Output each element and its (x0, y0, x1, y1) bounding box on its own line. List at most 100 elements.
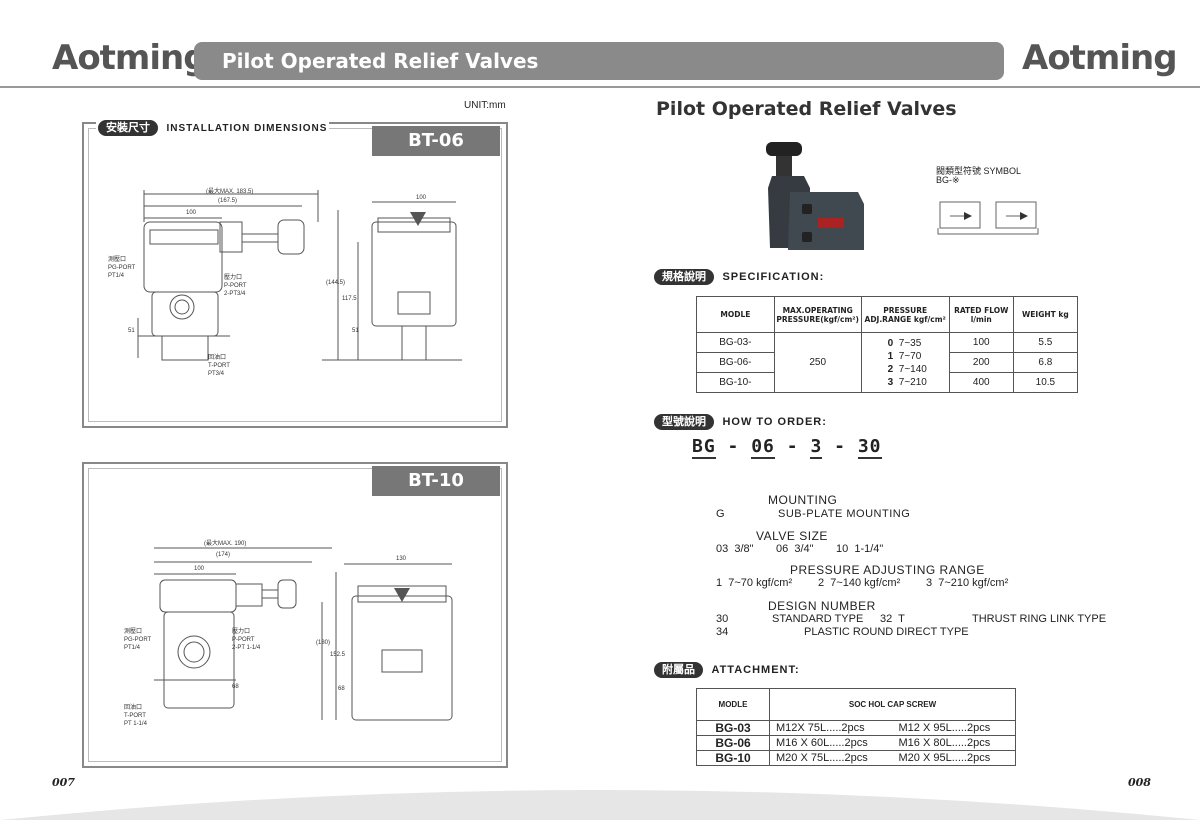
spec-header-flow: RATED FLOW l/min (948, 296, 1014, 333)
range-item: 1 7~70 kgf/cm² (716, 577, 793, 589)
bt06-body (143, 221, 223, 293)
spec-flow: 200 (948, 352, 1014, 373)
valve-photo (766, 142, 864, 250)
spec-heading: 規格說明 SPECIFICATION: (654, 267, 824, 285)
mounting-heading: MOUNTING (768, 493, 838, 507)
att-screw-b: M20 X 95L.....2pcs (892, 750, 1016, 766)
size-item: 10 1-1/4" (836, 543, 884, 555)
bt10-panel: BT-10 (82, 462, 508, 768)
att-header-screw: SOC HOL CAP SCREW (769, 688, 1016, 721)
bt10-d68b: 68 (338, 686, 345, 692)
att-screw-a: M12X 75L.....2pcs (769, 720, 893, 736)
attachment-heading: 附屬品 ATTACHMENT: (654, 660, 800, 678)
bt06-d51b: 51 (352, 328, 359, 334)
mounting-desc: SUB-PLATE MOUNTING (778, 508, 911, 520)
range-heading: PRESSURE ADJUSTING RANGE (790, 563, 985, 577)
bt10-d68: 68 (232, 684, 239, 690)
unit-label: UNIT:mm (464, 100, 506, 111)
bt10-max: (最大MAX. 190) (204, 541, 247, 547)
order-code-sep: - (727, 436, 740, 457)
order-code-sep: - (786, 436, 799, 457)
order-code-series: BG (692, 436, 716, 459)
logo-left: Aotming (52, 38, 208, 78)
bt06-max: (最大MAX. 183.5) (206, 189, 254, 195)
size-heading: VALVE SIZE (756, 529, 828, 543)
order-code-range: 3 (810, 436, 823, 459)
order-code-design: 30 (857, 436, 882, 459)
header-divider (0, 86, 1200, 88)
att-zh: 附屬品 (654, 662, 703, 678)
bt10-body (159, 579, 237, 613)
bt06-drawing (137, 190, 462, 361)
design-code: 30 (716, 613, 729, 625)
att-screw-a: M20 X 75L.....2pcs (769, 750, 893, 766)
bt06-d51: 51 (128, 328, 135, 334)
bt10-front-body (351, 595, 453, 721)
bt10-d130: 130 (396, 556, 407, 562)
range-item: 2 7~140 kgf/cm² (818, 577, 901, 589)
spec-header-model: MODLE (696, 296, 775, 333)
hydraulic-symbol-icon (937, 201, 1039, 235)
design-code-3: 34 (716, 626, 729, 638)
order-en: HOW TO ORDER: (722, 416, 827, 428)
page-number-left: 007 (52, 776, 75, 789)
design-code-2: 32 T (880, 613, 905, 625)
att-model: BG-06 (696, 735, 770, 751)
spec-table: MODLE MAX.OPERATING PRESSURE(kgf/cm²) PR… (696, 296, 1079, 393)
bt06-panel: BT-06 (82, 122, 508, 428)
att-en: ATTACHMENT: (711, 664, 800, 676)
bt10-d174: (174) (216, 552, 231, 558)
att-screw-b: M16 X 80L.....2pcs (892, 735, 1016, 751)
order-zh: 型號說明 (654, 414, 714, 430)
symbol-label: 閥類型符號 SYMBOL (936, 166, 1022, 176)
bt06-d100: 100 (186, 210, 197, 216)
spec-en: SPECIFICATION: (722, 271, 825, 283)
symbol-code: BG-※ (936, 175, 960, 185)
page-title: Pilot Operated Relief Valves (222, 49, 539, 73)
bt10-d1525: 152.5 (330, 652, 346, 658)
spec-model: BG-03- (696, 332, 775, 353)
bt10-tag: BT-10 (372, 466, 500, 496)
bt10-drawing (154, 547, 453, 721)
spec-flow: 100 (948, 332, 1014, 353)
mounting-code: G (716, 508, 725, 520)
spec-model: BG-06- (696, 352, 775, 373)
bt06-d1175: 117.5 (342, 296, 357, 302)
spec-header-range: PRESSURE ADJ.RANGE kgf/cm² (860, 296, 950, 333)
install-en: INSTALLATION DIMENSIONS (166, 123, 328, 134)
spec-pressure: 250 (773, 332, 862, 393)
bt06-tag: BT-06 (372, 126, 500, 156)
att-model: BG-10 (696, 750, 770, 766)
design-desc-2: THRUST RING LINK TYPE (972, 613, 1107, 625)
right-title: Pilot Operated Relief Valves (656, 98, 957, 120)
size-item: 03 3/8" (716, 543, 754, 555)
att-header-model: MODLE (696, 688, 770, 721)
bt06-d1445: (144.5) (326, 280, 346, 286)
design-heading: DESIGN NUMBER (768, 599, 876, 613)
spec-weight: 5.5 (1012, 332, 1079, 353)
att-screw-a: M16 X 60L.....2pcs (769, 735, 893, 751)
bt10-knob-icon (394, 588, 410, 602)
bt10-d100: 100 (194, 566, 205, 572)
design-desc: STANDARD TYPE (772, 613, 864, 625)
bt06-d100b: 100 (416, 195, 427, 201)
spec-weight: 6.8 (1012, 352, 1079, 373)
order-code-sep: - (834, 436, 846, 457)
bt06-d1675: (167.5) (218, 198, 238, 204)
bt06-front-body (371, 221, 457, 327)
size-item: 06 3/4" (776, 543, 814, 555)
att-model: BG-03 (696, 720, 770, 736)
spec-header-pressure: MAX.OPERATING PRESSURE(kgf/cm²) (773, 296, 862, 333)
order-code: BG - 06 - 3 - 30 (692, 436, 882, 459)
attachment-table: MODLE SOC HOL CAP SCREW BG-03 M12X 75L..… (696, 688, 1016, 766)
bt06-knob-icon (410, 212, 426, 226)
install-zh: 安裝尺寸 (98, 120, 158, 136)
range-item: 3 7~210 kgf/cm² (926, 577, 1009, 589)
order-code-size: 06 (751, 436, 775, 459)
footer-band (0, 790, 1200, 820)
